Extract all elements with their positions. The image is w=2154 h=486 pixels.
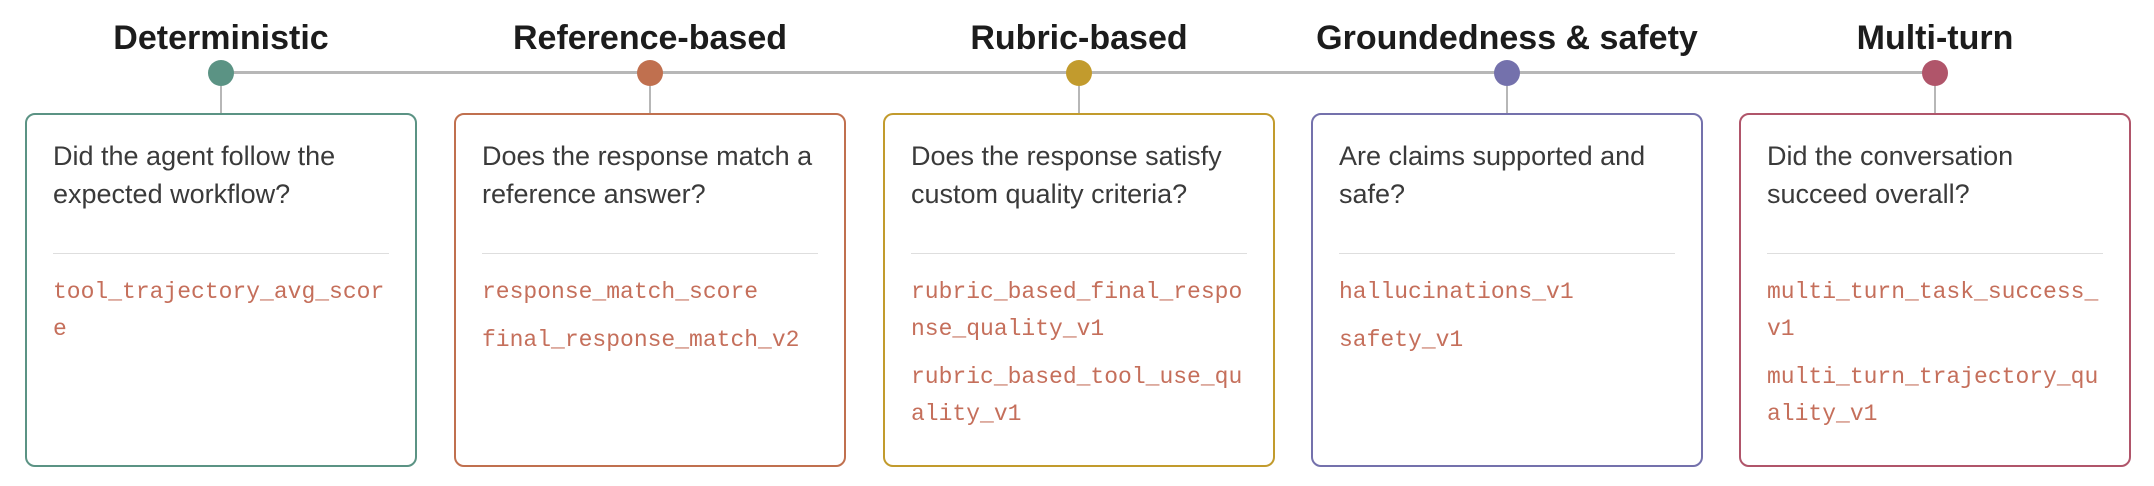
category-heading: Groundedness & safety [1316, 19, 1698, 57]
category-heading: Reference-based [512, 19, 787, 57]
card-divider [1339, 253, 1675, 254]
timeline-node [208, 60, 234, 86]
timeline-node [1066, 60, 1092, 86]
metric-list: rubric_based_final_response_quality_v1 r… [911, 274, 1247, 433]
card-divider [1767, 253, 2103, 254]
category-heading: Rubric-based [970, 19, 1188, 57]
card-divider [482, 253, 818, 254]
timeline-node [1922, 60, 1948, 86]
metric-name: response_match_score [482, 279, 759, 305]
metric-list: hallucinations_v1 safety_v1 [1339, 274, 1675, 359]
card-divider [53, 253, 389, 254]
category-multi-turn: Multi-turn Did the conversation succeed … [1739, 0, 2131, 486]
timeline-node [1494, 60, 1520, 86]
card-divider [911, 253, 1247, 254]
category-card: Does the response satisfy custom quality… [883, 113, 1275, 467]
category-question: Does the response match a reference answ… [482, 141, 813, 209]
category-card: Are claims supported and safe? hallucina… [1311, 113, 1703, 467]
category-rubric-based: Rubric-based Does the response satisfy c… [883, 0, 1275, 486]
category-groundedness-safety: Groundedness & safety Are claims support… [1311, 0, 1703, 486]
category-card: Did the conversation succeed overall? mu… [1739, 113, 2131, 467]
category-heading: Multi-turn [1856, 19, 2014, 57]
metric-list: tool_trajectory_avg_score [53, 274, 389, 348]
metric-name: multi_turn_trajectory_quality_v1 [1767, 364, 2099, 427]
timeline-connector [1506, 86, 1508, 113]
metric-name: safety_v1 [1339, 327, 1464, 353]
metric-name: tool_trajectory_avg_score [53, 279, 385, 342]
metric-name: rubric_based_tool_use_quality_v1 [911, 364, 1243, 427]
timeline-connector [1934, 86, 1936, 113]
category-question: Are claims supported and safe? [1339, 141, 1646, 209]
category-deterministic: Deterministic Did the agent follow the e… [25, 0, 417, 486]
timeline-node [637, 60, 663, 86]
timeline-connector [649, 86, 651, 113]
metric-name: final_response_match_v2 [482, 327, 800, 353]
category-card: Did the agent follow the expected workfl… [25, 113, 417, 467]
category-card: Does the response match a reference answ… [454, 113, 846, 467]
metric-name: hallucinations_v1 [1339, 279, 1574, 305]
category-question: Did the conversation succeed overall? [1767, 141, 2014, 209]
metric-list: response_match_score final_response_matc… [482, 274, 818, 359]
category-reference-based: Reference-based Does the response match … [454, 0, 846, 486]
category-question: Did the agent follow the expected workfl… [53, 141, 336, 209]
timeline-connector [1078, 86, 1080, 113]
category-question: Does the response satisfy custom quality… [911, 141, 1222, 209]
timeline-connector [220, 86, 222, 113]
metric-list: multi_turn_task_success_v1 multi_turn_tr… [1767, 274, 2103, 433]
category-heading: Deterministic [113, 19, 329, 57]
metric-name: multi_turn_task_success_v1 [1767, 279, 2099, 342]
metric-name: rubric_based_final_response_quality_v1 [911, 279, 1243, 342]
